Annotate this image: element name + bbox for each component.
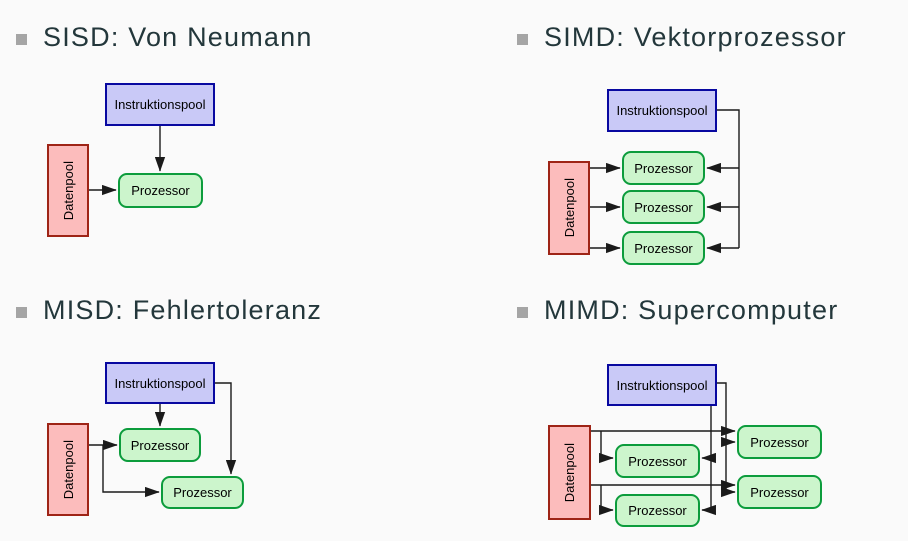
processor-box: Prozessor — [622, 151, 705, 185]
data-pool-box: Datenpool — [548, 161, 590, 255]
processor-box: Prozessor — [161, 476, 244, 509]
data-pool-label: Datenpool — [562, 442, 577, 503]
title-text: MISD: Fehlertoleranz — [43, 295, 323, 325]
instruction-pool-box: Instruktionspool — [105, 83, 215, 126]
processor-label: Prozessor — [750, 434, 809, 450]
data-pool-label: Datenpool — [561, 178, 577, 238]
title-text: SIMD: Vektorprozessor — [544, 22, 847, 52]
processor-label: Prozessor — [173, 485, 232, 500]
instruction-pool-label: Instruktionspool — [114, 375, 206, 391]
processor-label: Prozessor — [130, 437, 190, 453]
instruction-pool-box: Instruktionspool — [607, 364, 717, 406]
title-mimd: MIMD: Supercomputer — [517, 297, 838, 324]
processor-label: Prozessor — [634, 199, 693, 215]
processor-box: Prozessor — [737, 475, 822, 509]
data-pool-box: Datenpool — [47, 423, 89, 516]
title-misd: MISD: Fehlertoleranz — [16, 297, 322, 324]
processor-box: Prozessor — [615, 494, 700, 527]
processor-box: Prozessor — [622, 231, 705, 265]
processor-label: Prozessor — [628, 503, 687, 518]
processor-label: Prozessor — [750, 484, 809, 500]
data-pool-box: Datenpool — [548, 425, 591, 520]
title-text: SISD: Von Neumann — [43, 22, 313, 52]
title-simd: SIMD: Vektorprozessor — [517, 24, 847, 51]
processor-label: Prozessor — [634, 160, 693, 176]
connector-data-to-proc — [599, 431, 614, 464]
processor-box: Prozessor — [622, 190, 705, 224]
processor-label: Prozessor — [628, 453, 687, 469]
bullet-square-icon — [16, 34, 27, 45]
instruction-pool-label: Instruktionspool — [616, 377, 708, 393]
connector-instr-bus — [701, 406, 716, 516]
processor-label: Prozessor — [131, 183, 190, 198]
processor-box: Prozessor — [118, 173, 203, 208]
instruction-pool-box: Instruktionspool — [105, 362, 215, 404]
data-pool-label: Datenpool — [60, 160, 76, 221]
processor-box: Prozessor — [119, 428, 201, 462]
processor-label: Prozessor — [634, 240, 693, 256]
bullet-square-icon — [517, 34, 528, 45]
connector-instr-bus — [717, 109, 740, 248]
title-text: MIMD: Supercomputer — [544, 295, 839, 325]
bullet-square-icon — [517, 307, 528, 318]
instruction-pool-label: Instruktionspool — [616, 103, 708, 118]
processor-box: Prozessor — [615, 444, 700, 478]
instruction-pool-label: Instruktionspool — [114, 97, 206, 112]
data-pool-box: Datenpool — [47, 144, 89, 237]
data-pool-label: Datenpool — [60, 439, 76, 500]
processor-box: Prozessor — [737, 425, 822, 459]
bullet-square-icon — [16, 307, 27, 318]
connector-instr-to-proc — [215, 382, 237, 475]
connector-data-to-proc — [599, 485, 614, 516]
title-sisd: SISD: Von Neumann — [16, 24, 313, 51]
instruction-pool-box: Instruktionspool — [607, 89, 717, 132]
connector-instr-bus — [717, 382, 736, 498]
